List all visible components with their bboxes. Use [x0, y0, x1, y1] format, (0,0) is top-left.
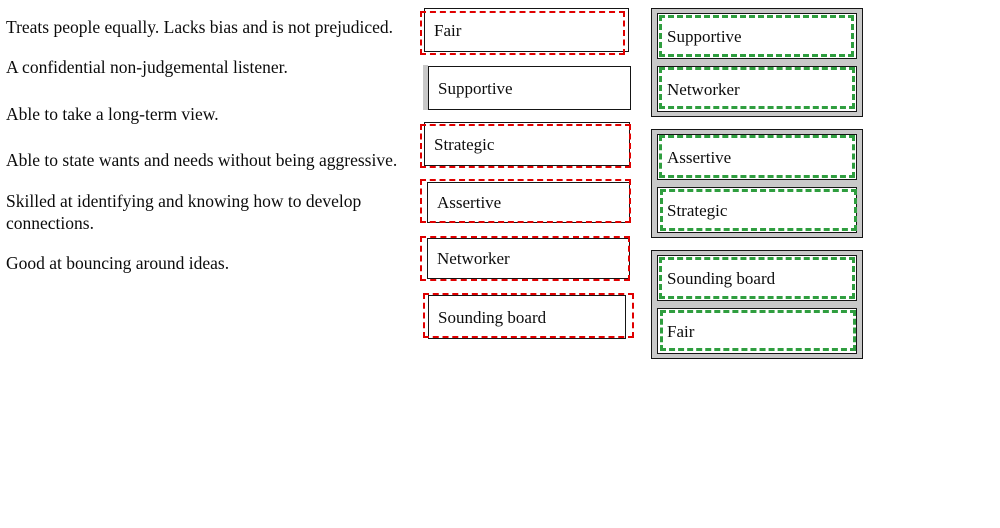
group-spacer [657, 301, 857, 308]
description-item: Able to take a long-term view. [6, 103, 219, 124]
card-label: Networker [437, 249, 510, 268]
right-answer-column: Supportive Networker Assertive Strategic… [651, 8, 863, 371]
card-label: Sounding board [667, 268, 776, 288]
card-label: Fair [434, 20, 462, 40]
card-label: Sounding board [438, 307, 547, 327]
card-group: Supportive Networker [651, 8, 863, 117]
card-label: Strategic [667, 200, 728, 220]
description-item: Treats people equally. Lacks bias and is… [6, 17, 394, 37]
draggable-card-assertive[interactable]: Assertive [419, 179, 634, 224]
description-item: Able to state wants and needs without be… [6, 150, 398, 171]
draggable-card-sounding-board[interactable]: Sounding board [419, 293, 634, 339]
card-label: Networker [667, 79, 740, 99]
card-edge-shade [423, 65, 428, 110]
description-item: Good at bouncing around ideas. [6, 253, 230, 274]
card-label: Assertive [667, 147, 732, 167]
card-group: Sounding board Fair [651, 250, 863, 359]
draggable-card-networker[interactable]: Networker [419, 236, 634, 281]
card-label: Supportive [667, 26, 742, 46]
card-body[interactable]: Supportive [428, 66, 631, 110]
draggable-card-strategic[interactable]: Strategic [419, 122, 634, 168]
description-item: Skilled at identifying and knowing how t… [6, 190, 362, 233]
card-group: Assertive Strategic [651, 129, 863, 238]
drop-target-card-fair[interactable]: Fair [657, 308, 857, 354]
card-label: Assertive [437, 193, 502, 212]
descriptions-column: Treats people equally. Lacks bias and is… [6, 16, 418, 293]
card-body[interactable]: Sounding board [428, 295, 626, 339]
card-body[interactable]: Assertive [427, 182, 630, 223]
group-spacer [657, 59, 857, 66]
draggable-card-fair[interactable]: Fair [419, 8, 634, 55]
draggable-card-supportive[interactable]: Supportive [419, 65, 634, 110]
card-body[interactable]: Networker [427, 238, 630, 279]
drop-target-card-strategic[interactable]: Strategic [657, 187, 857, 233]
card-label: Fair [667, 321, 695, 341]
group-spacer [657, 180, 857, 187]
drop-target-card-assertive[interactable]: Assertive [657, 134, 857, 180]
description-item: A confidential non-judgemental listener. [6, 57, 288, 78]
drop-target-card-networker[interactable]: Networker [657, 66, 857, 112]
middle-answer-column: Fair Supportive Strategic Assertive Netw… [419, 8, 634, 350]
card-label: Supportive [438, 78, 513, 98]
drop-target-card-supportive[interactable]: Supportive [657, 13, 857, 59]
card-label: Strategic [434, 134, 495, 154]
drop-target-card-sounding-board[interactable]: Sounding board [657, 255, 857, 301]
card-body[interactable]: Strategic [424, 122, 630, 166]
card-body[interactable]: Fair [424, 8, 629, 52]
